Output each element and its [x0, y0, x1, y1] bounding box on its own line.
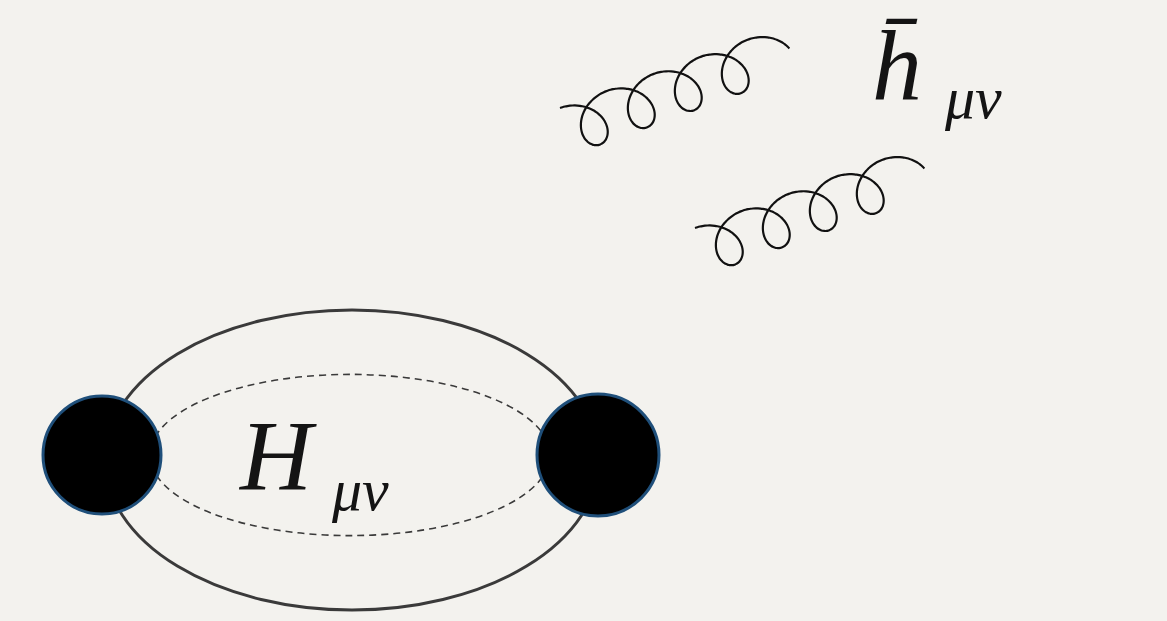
- field-symbol: H: [240, 406, 312, 506]
- wave-symbol: h̄: [872, 16, 922, 116]
- black-hole: [537, 394, 659, 516]
- binary-system: Hμν: [102, 307, 602, 617]
- field-index: μν: [332, 460, 389, 520]
- black-hole: [43, 396, 161, 514]
- graviton-line: [560, 37, 789, 145]
- dashed-orbit: [150, 374, 550, 535]
- orbit-ellipse: [105, 310, 599, 610]
- wave-index: μν: [945, 68, 1002, 128]
- graviton-line: [695, 157, 924, 265]
